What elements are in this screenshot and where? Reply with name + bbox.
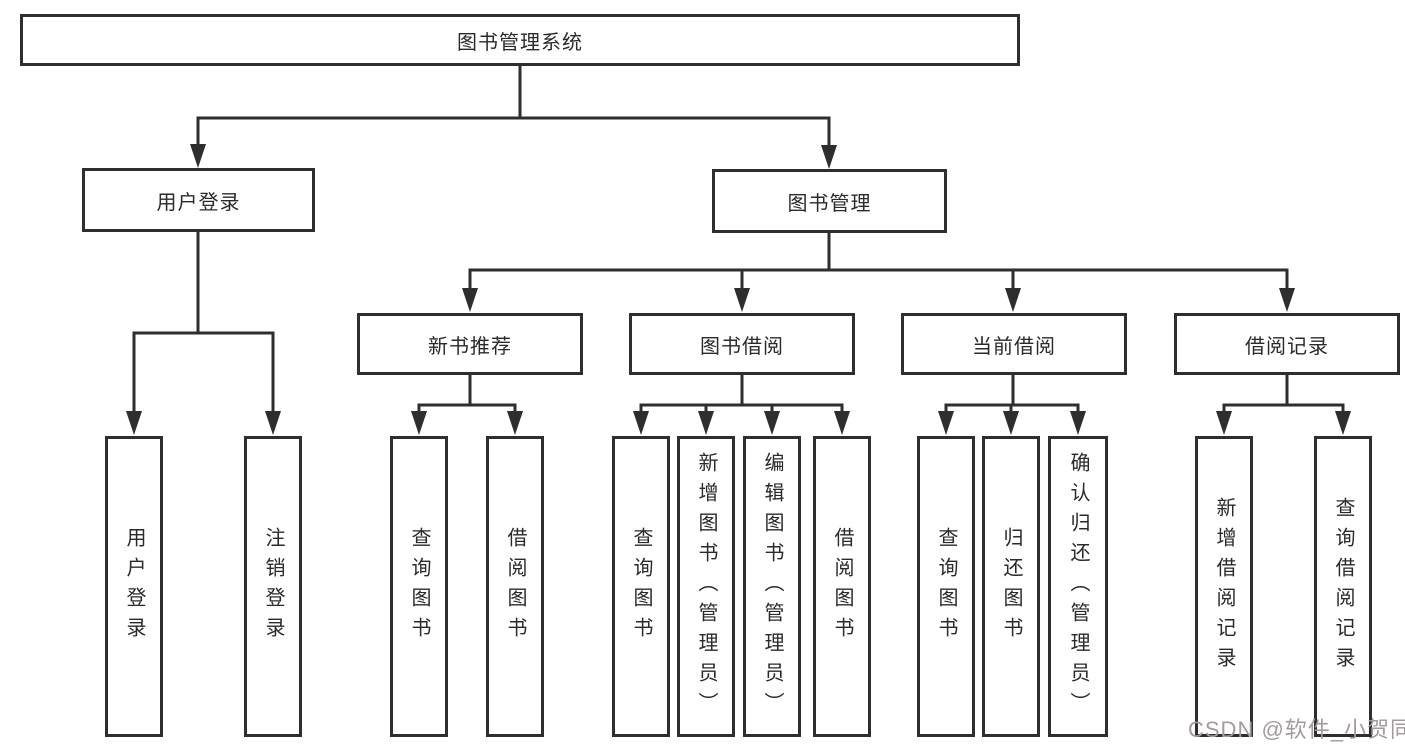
- leaf-query-books-newbook: 查询图书: [390, 436, 448, 737]
- leaf-query-borrow-record: 查询借阅记录: [1314, 436, 1372, 737]
- leaf-add-borrow-record: 新增借阅记录: [1195, 436, 1253, 737]
- connector-root-to-level2: [190, 64, 837, 169]
- node-borrowing-records: 借阅记录: [1174, 313, 1400, 375]
- watermark: CSDN @软件_小贺同学: [1188, 717, 1405, 742]
- node-book-borrowing: 图书借阅: [629, 313, 855, 375]
- leaf-query-books-borrowing: 查询图书: [612, 436, 670, 737]
- leaf-logout: 注销登录: [244, 436, 302, 737]
- connector-book-borrowing-to-leaves: [633, 373, 850, 435]
- leaf-edit-books-admin: 编辑图书（管理员）: [743, 436, 801, 737]
- leaf-borrow-books-newbook: 借阅图书: [486, 436, 544, 737]
- leaf-add-books-admin: 新增图书（管理员）: [677, 436, 735, 737]
- leaf-user-login: 用户登录: [105, 436, 163, 737]
- connector-book-management-to-level3: [462, 231, 1295, 312]
- leaf-return-books: 归还图书: [982, 436, 1040, 737]
- connector-borrowing-records-to-leaves: [1216, 373, 1351, 435]
- leaf-confirm-return-admin: 确认归还（管理员）: [1048, 436, 1108, 737]
- connector-user-login-to-leaves: [126, 230, 281, 435]
- node-user-login: 用户登录: [82, 168, 315, 232]
- node-new-book-recommend: 新书推荐: [357, 313, 583, 375]
- connector-new-book-to-leaves: [411, 373, 523, 435]
- node-current-borrowing: 当前借阅: [901, 313, 1127, 375]
- leaf-borrow-books-borrowing: 借阅图书: [813, 436, 871, 737]
- leaf-query-books-current: 查询图书: [917, 436, 975, 737]
- node-book-management: 图书管理: [712, 169, 947, 233]
- node-library-management-system: 图书管理系统: [20, 14, 1020, 66]
- connector-current-borrowing-to-leaves: [938, 373, 1086, 435]
